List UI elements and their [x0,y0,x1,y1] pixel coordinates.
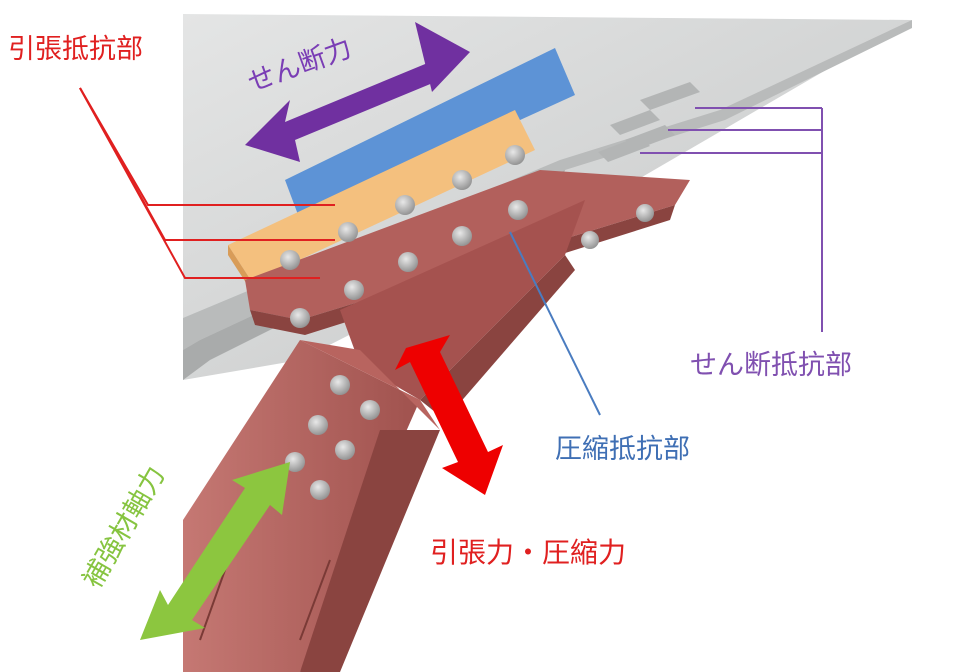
shear-keys [598,82,700,162]
brace-axial-arrow [140,462,290,640]
brace-bolts [285,375,380,500]
tension-leader-lines [79,87,335,279]
compression-leader-line [509,231,601,416]
shear-force-arrow [245,22,470,162]
label-shear-part: せん断抵抗部 [690,350,852,381]
blue-shear-plate [285,48,575,220]
bolts [280,145,654,328]
shear-leader-lines [640,107,823,332]
steel-brace [183,340,440,672]
label-brace-axial: 補強材軸力 [77,461,171,593]
label-compression-part: 圧縮抵抗部 [555,434,690,465]
axial-force-arrow [395,335,503,495]
label-tension-part: 引張抵抗部 [8,34,143,65]
gusset-plates [340,200,585,420]
label-axial-force: 引張力・圧縮力 [430,536,626,569]
